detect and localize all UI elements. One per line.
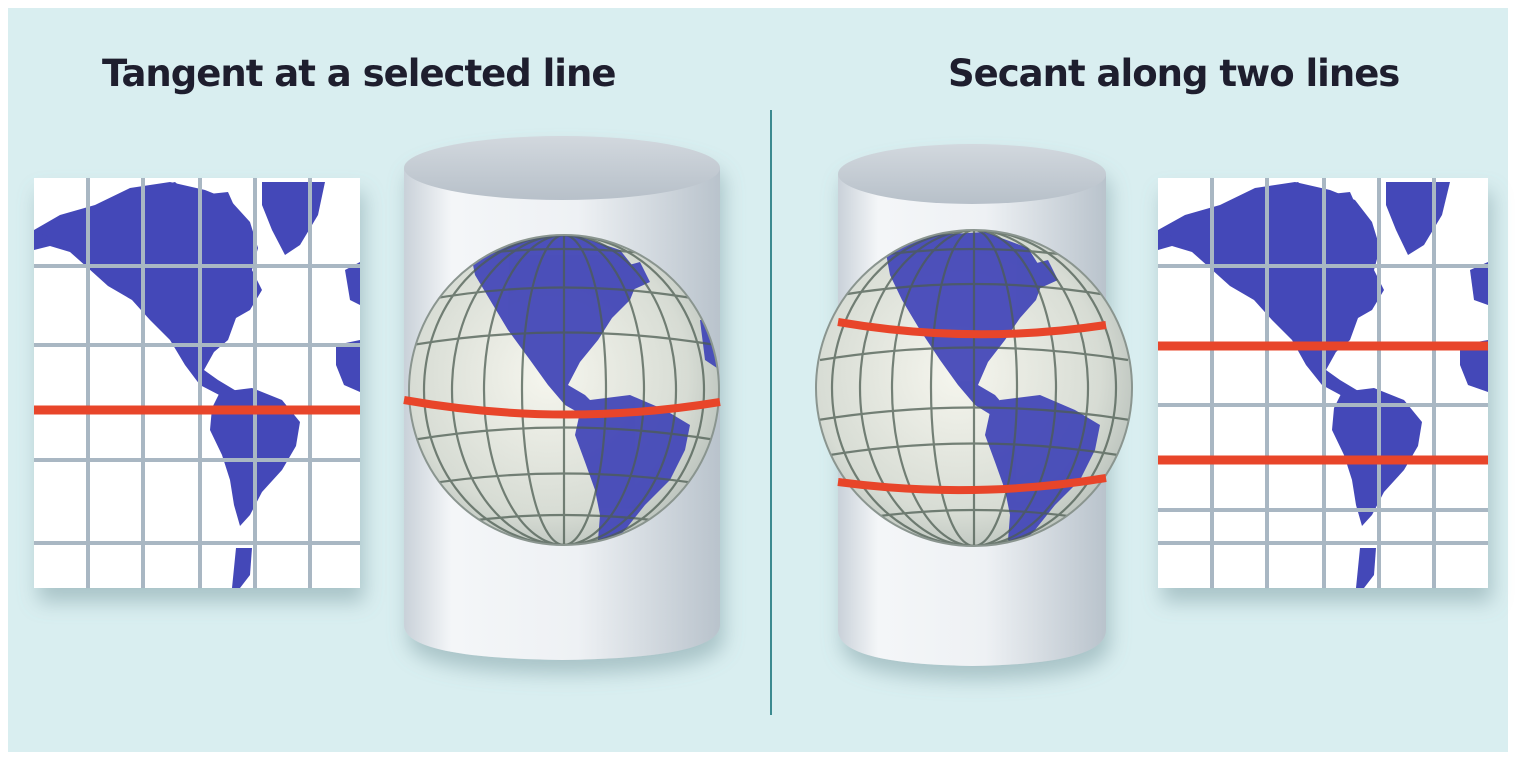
secant-globe [815,229,1133,547]
secant-globe-line-south [837,474,1107,495]
secant-title: Secant along two lines [948,52,1400,95]
tangent-map-grid [34,178,360,588]
tangent-title: Tangent at a selected line [102,52,616,95]
secant-map-grid [1158,178,1488,588]
tangent-globe [408,234,720,546]
panel-divider [770,110,772,715]
secant-globe-line-north [837,318,1107,339]
tangent-globe-line [403,396,721,419]
